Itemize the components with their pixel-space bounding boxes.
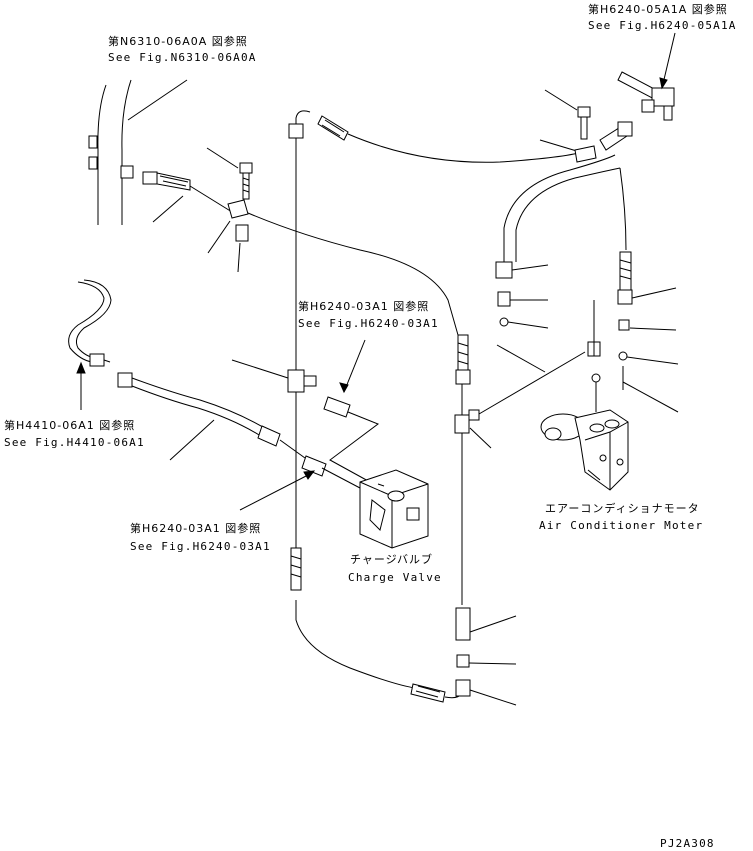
hose-top-loop bbox=[288, 110, 584, 163]
motor-label-jp: エアーコンディショナモータ bbox=[545, 501, 700, 515]
elbow-fitting-upper bbox=[587, 300, 601, 412]
valve-label-jp: チャージバルブ bbox=[350, 552, 433, 566]
ref-h6240-03-top-en: See Fig.H6240-03A1 bbox=[298, 317, 439, 330]
ref-h6240-03-bot-en: See Fig.H6240-03A1 bbox=[130, 540, 271, 553]
fitting-h6240-top bbox=[323, 339, 380, 483]
hose-clamp-to-riser bbox=[247, 212, 459, 336]
air-conditioner-motor bbox=[540, 409, 629, 491]
tee-left bbox=[231, 359, 317, 393]
hose-right-vertical bbox=[617, 167, 679, 413]
hose-end-upper-left bbox=[142, 171, 233, 223]
riser-center bbox=[454, 334, 586, 605]
charge-valve bbox=[359, 469, 429, 549]
ref-h4410-jp: 第H4410-06A1 図参照 bbox=[4, 418, 135, 432]
fitting-stack-bottom bbox=[455, 607, 517, 668]
hose-bottom-loop bbox=[290, 547, 517, 706]
ref-h4410-en: See Fig.H4410-06A1 bbox=[4, 436, 145, 449]
fitting-stack-center bbox=[496, 291, 549, 373]
clamp-assembly bbox=[206, 147, 253, 273]
valve-label-en: Charge Valve bbox=[348, 571, 442, 584]
hose-lower-left bbox=[117, 372, 306, 461]
motor-label-en: Air Conditioner Moter bbox=[539, 519, 703, 532]
ref-h6240-03-top-jp: 第H6240-03A1 図参照 bbox=[298, 299, 429, 313]
ref-n6310-en: See Fig.N6310-06A0A bbox=[108, 51, 257, 64]
clamp-top-right bbox=[539, 89, 597, 163]
ref-h6240-05-jp: 第H6240-05A1A 図参照 bbox=[588, 2, 728, 16]
tee-top-right bbox=[617, 32, 676, 121]
drawing-code: PJ2A308 bbox=[660, 837, 715, 850]
fitting-h6240-bottom bbox=[239, 455, 361, 511]
ref-h6240-03-bot-jp: 第H6240-03A1 図参照 bbox=[130, 521, 261, 535]
ref-n6310-jp: 第N6310-06A0A 図参照 bbox=[108, 34, 248, 48]
ref-h6240-05-en: See Fig.H6240-05A1A bbox=[588, 19, 737, 32]
hose-right-arc bbox=[495, 121, 633, 279]
pipe-group-left bbox=[88, 79, 188, 225]
tube-h4410 bbox=[68, 279, 112, 410]
